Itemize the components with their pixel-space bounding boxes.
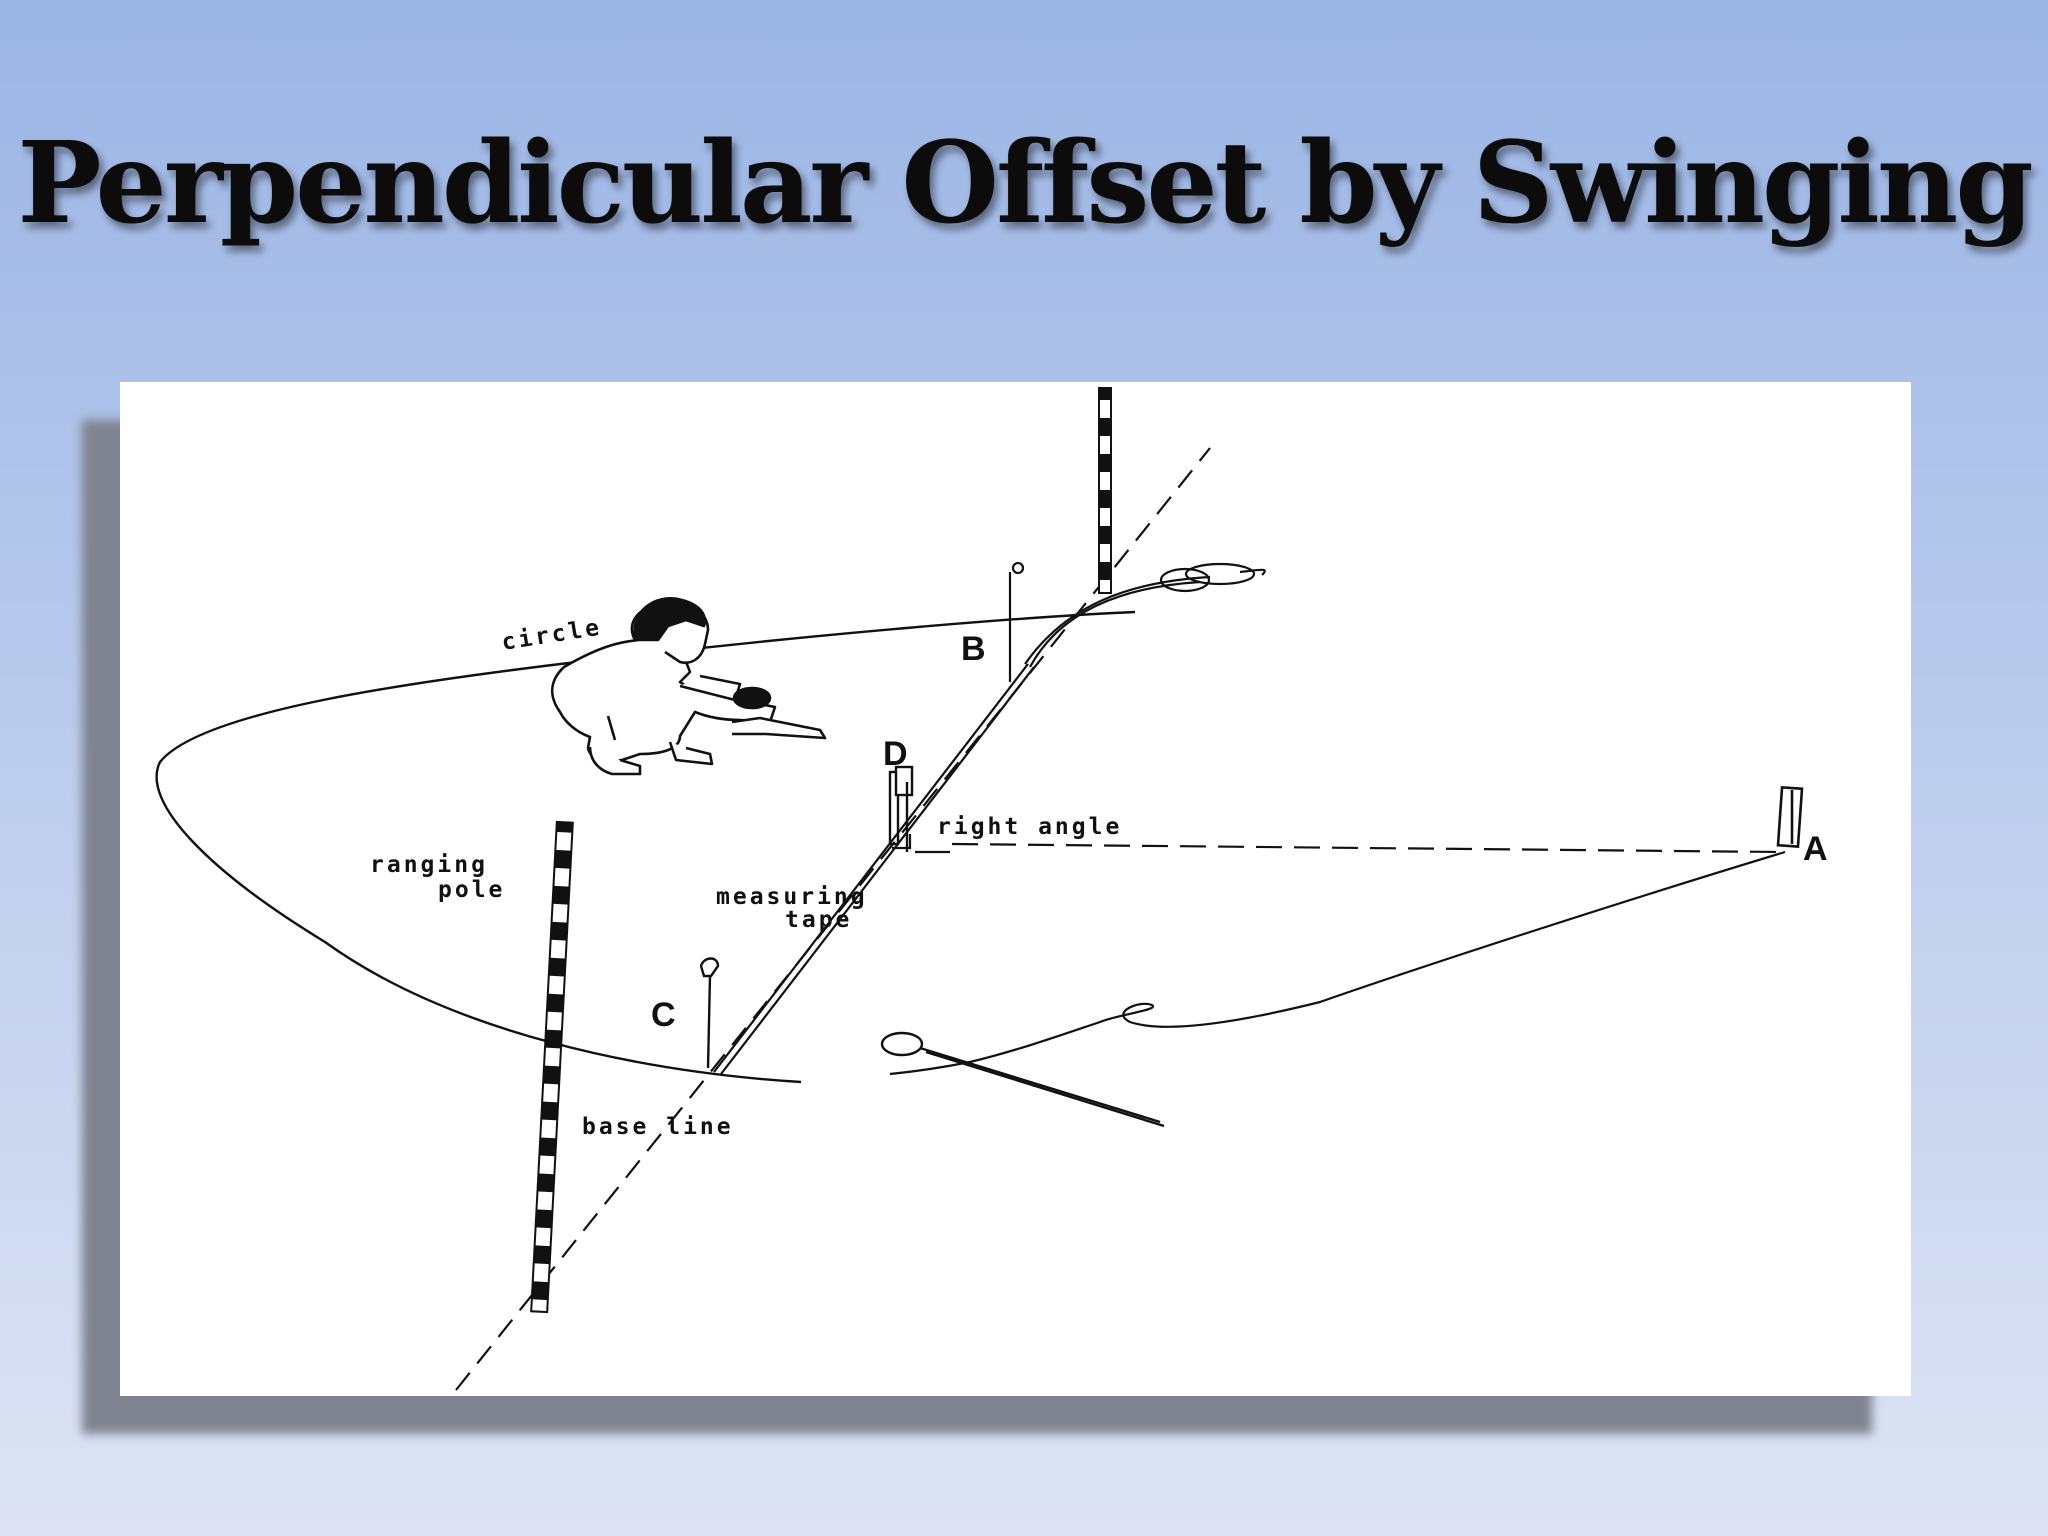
offset-diagram: circle ranging pole right angle measurin…	[155, 387, 1828, 1391]
point-a-label: A	[1803, 830, 1828, 868]
base-line-label: base line	[582, 1114, 734, 1140]
measuring-tape	[713, 663, 1029, 1073]
tape-end-line	[889, 850, 1786, 1076]
right-angle-marker	[892, 834, 950, 854]
arrow-d-icon	[888, 765, 914, 852]
base-line	[455, 447, 1211, 1391]
ranging-pole-label-line2: pole	[438, 877, 505, 903]
slide-title: Perpendicular Offset by Swinging	[17, 118, 2033, 249]
arrow-c-icon	[699, 957, 720, 1069]
measuring-tape-label-line2: tape	[785, 907, 852, 933]
tape-reel-icon	[1024, 562, 1266, 668]
point-c-label: C	[651, 996, 676, 1034]
measuring-tape-label-line1: measuring	[716, 884, 868, 910]
arrow-ring-icon	[880, 1031, 1165, 1128]
surveyor-figure	[550, 597, 827, 776]
point-b-label: B	[961, 630, 986, 668]
arrow-b-icon	[1008, 561, 1025, 682]
point-d-label: D	[883, 735, 908, 773]
circle-label: circle	[500, 614, 604, 655]
right-angle-label: right angle	[937, 814, 1122, 840]
ranging-pole-label-line1: ranging	[370, 852, 488, 878]
swing-circle-arc	[155, 610, 1136, 1084]
figure-panel: circle ranging pole right angle measurin…	[120, 382, 1911, 1396]
lower-ranging-pole	[530, 820, 574, 1314]
upper-ranging-pole	[1098, 387, 1112, 594]
point-a-pole-icon	[1776, 785, 1804, 849]
perpendicular-offset	[951, 842, 1781, 854]
